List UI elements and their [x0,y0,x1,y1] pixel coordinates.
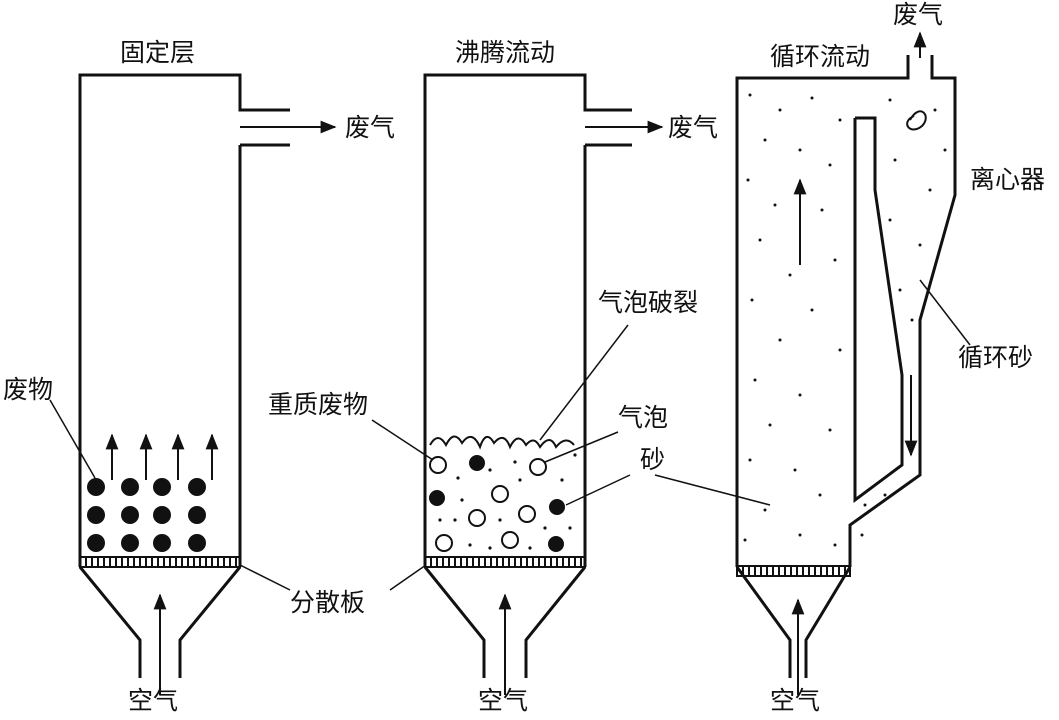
leader-heavy-waste [371,419,434,461]
circulating-sand-speckle [743,93,947,547]
exhaust-label-2: 废气 [668,113,719,142]
leader-bubble-burst [539,324,629,441]
air-label-1: 空气 [128,686,179,715]
fixed-bed-vessel [78,73,290,678]
fixed-bed-waste-particles [87,478,206,552]
leader-distributor-2 [389,564,427,591]
fixed-bed-title: 固定层 [120,38,196,67]
distributor-label: 分散板 [290,588,366,617]
leader-circulating-sand [919,279,971,346]
bubbling-bed-title: 沸腾流动 [455,38,556,67]
leader-sand-1 [565,474,631,506]
air-label-3: 空气 [770,686,821,715]
bubbling-bed-vessel [423,73,632,678]
cyclone-label: 离心器 [970,165,1046,194]
distributor-plates [79,556,851,577]
leader-waste [49,399,96,479]
air-label-2: 空气 [478,686,529,715]
bubbling-bed-contents [429,435,577,552]
leader-distributor-1 [239,564,291,591]
bubble-burst-surface [429,435,575,450]
exhaust-label-3: 废气 [893,0,944,29]
bubble-label: 气泡 [618,403,669,432]
circulating-bed-vessel [735,55,957,678]
swirl-icon [906,110,927,131]
sand-label: 砂 [640,445,666,474]
circulating-sand-label: 循环砂 [958,343,1034,372]
bubble-burst-label: 气泡破裂 [598,288,699,317]
leader-bubble [544,431,619,463]
circulating-bed-title: 循环流动 [770,42,871,71]
exhaust-label-1: 废气 [345,113,396,142]
heavy-waste-label: 重质废物 [268,390,369,419]
waste-label: 废物 [3,375,54,404]
leader-sand-2 [654,474,771,506]
